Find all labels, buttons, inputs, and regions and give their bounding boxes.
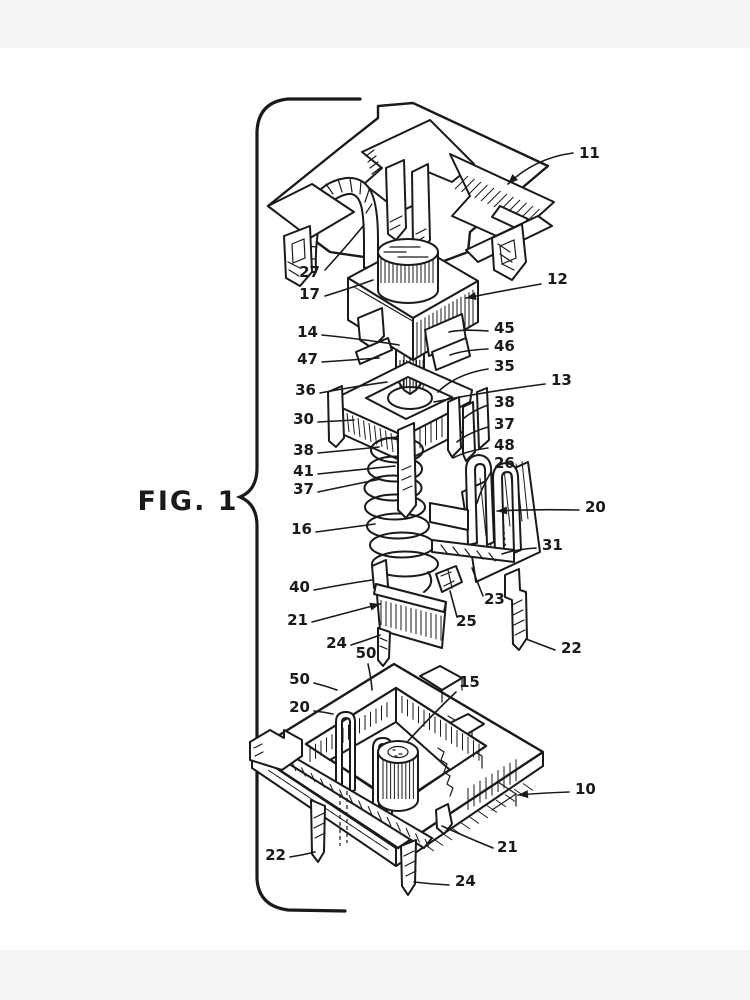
part-label-50: 50	[356, 644, 377, 662]
part-label-17: 17	[299, 285, 320, 303]
leader-line-37	[317, 478, 382, 493]
top-margin-strip	[0, 0, 750, 48]
part-label-30: 30	[293, 410, 314, 428]
part-label-23: 23	[484, 590, 505, 608]
part-label-40: 40	[289, 578, 310, 596]
leader-line-41	[317, 465, 396, 475]
part-label-46: 46	[494, 337, 515, 355]
part-label-20: 20	[585, 498, 606, 516]
left-contact-drawing	[371, 559, 447, 667]
leader-line-38	[462, 404, 489, 420]
part-label-37: 37	[293, 480, 314, 498]
leader-line-26	[476, 471, 492, 504]
part-label-21: 21	[497, 838, 518, 856]
leader-arrowhead-20	[497, 506, 508, 515]
leader-line-17	[324, 279, 374, 297]
part-label-21: 21	[287, 611, 308, 629]
leader-line-36	[319, 381, 388, 394]
leader-line-24	[413, 881, 450, 886]
part-label-36: 36	[295, 381, 316, 399]
leader-line-30	[317, 419, 355, 423]
part-label-35: 35	[494, 357, 515, 375]
hatching	[309, 702, 388, 762]
part-label-20: 20	[289, 698, 310, 716]
part-label-24: 24	[455, 872, 476, 890]
hatching	[380, 600, 442, 641]
hatching	[346, 412, 399, 455]
hatching	[291, 761, 430, 849]
part-label-31: 31	[542, 536, 563, 554]
hatching	[401, 696, 480, 761]
leader-line-21	[441, 825, 494, 849]
hatching	[467, 759, 517, 810]
bottom-housing-drawing	[249, 662, 545, 896]
figure-label: FIG. 1	[137, 486, 238, 517]
leader-line-40	[313, 579, 373, 591]
part-label-41: 41	[293, 462, 314, 480]
leader-line-37	[456, 426, 489, 443]
part-label-11: 11	[579, 144, 600, 162]
figure-brace	[235, 97, 362, 913]
leader-line-46	[449, 348, 489, 356]
hatching	[382, 757, 414, 799]
leader-line-15	[407, 691, 457, 742]
part-label-16: 16	[291, 520, 312, 538]
leader-line-23	[471, 567, 484, 597]
leader-arrowhead-10	[518, 790, 529, 799]
leader-line-22	[289, 851, 316, 858]
part-label-38: 38	[494, 393, 515, 411]
top-housing-drawing	[266, 101, 555, 287]
leader-line-35	[437, 368, 489, 393]
leader-line-20	[313, 710, 334, 715]
leader-arrowhead-12	[466, 292, 477, 300]
leader-line-45	[448, 329, 489, 333]
leader-line-16	[315, 523, 376, 533]
part-label-50: 50	[289, 670, 310, 688]
leader-line-27	[324, 224, 365, 271]
part-label-47: 47	[297, 350, 318, 368]
part-label-10: 10	[575, 780, 596, 798]
leader-arrowhead-21	[369, 602, 380, 611]
leader-arrowhead-11	[508, 174, 518, 184]
part-label-37: 37	[494, 415, 515, 433]
part-label-25: 25	[456, 612, 477, 630]
part-label-22: 22	[561, 639, 582, 657]
figure-title-group: FIG. 1	[137, 97, 362, 913]
leader-line-38	[317, 446, 380, 454]
part-label-48: 48	[494, 436, 515, 454]
part-label-26: 26	[494, 454, 515, 472]
small-clip-drawing	[435, 565, 463, 593]
bearing-front-post-drawing	[397, 422, 417, 519]
part-label-27: 27	[299, 263, 320, 281]
part-label-45: 45	[494, 319, 515, 337]
leader-line-25	[449, 590, 458, 618]
leader-line-50	[367, 663, 373, 691]
leader-line-13	[433, 383, 546, 403]
part-label-12: 12	[547, 270, 568, 288]
part-label-38: 38	[293, 441, 314, 459]
leader-line-14	[321, 334, 400, 346]
part-label-22: 22	[265, 846, 286, 864]
leader-line-47	[321, 357, 380, 363]
hatching	[353, 286, 419, 325]
part-label-15: 15	[459, 673, 480, 691]
part-label-14: 14	[297, 323, 318, 341]
leader-line-24	[350, 634, 381, 646]
leader-line-31	[501, 547, 537, 555]
leader-line-22	[525, 638, 556, 651]
part-label-24: 24	[326, 634, 347, 652]
part-label-13: 13	[551, 371, 572, 389]
leader-line-48	[452, 447, 489, 459]
leader-line-50	[313, 682, 338, 691]
bottom-margin-strip	[0, 950, 750, 1000]
